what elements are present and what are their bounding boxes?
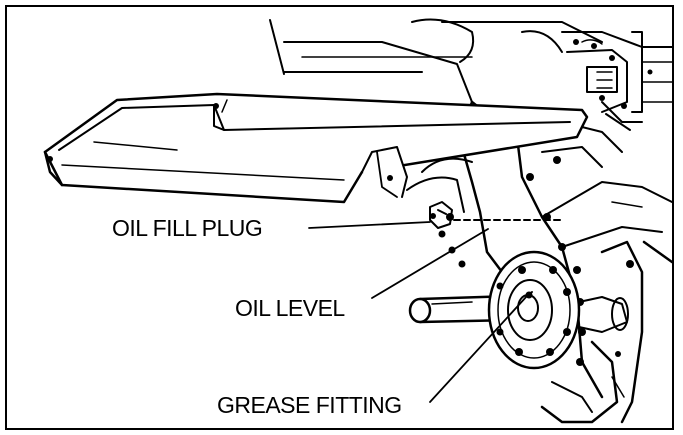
tiller-gearbox-illustration (43, 18, 672, 424)
oil-fill-plug-leader (308, 221, 431, 229)
engine-linkage (561, 31, 672, 131)
oil-level-label: OIL LEVEL (235, 295, 345, 321)
leader-lines (308, 221, 528, 403)
tine-shield (43, 92, 589, 204)
tine-hub (487, 250, 629, 370)
engine-housing (269, 18, 603, 103)
grease-fitting-leader (429, 295, 528, 403)
oil-fill-plug-label: OIL FILL PLUG (112, 215, 263, 241)
oil-level-leader (371, 228, 489, 299)
tines (540, 240, 672, 424)
diagram-frame: OIL FILL PLUG OIL LEVEL GREASE FITTING (5, 5, 674, 430)
oil-fill-plug-boss (429, 201, 453, 229)
grease-fitting-label: GREASE FITTING (217, 392, 402, 418)
